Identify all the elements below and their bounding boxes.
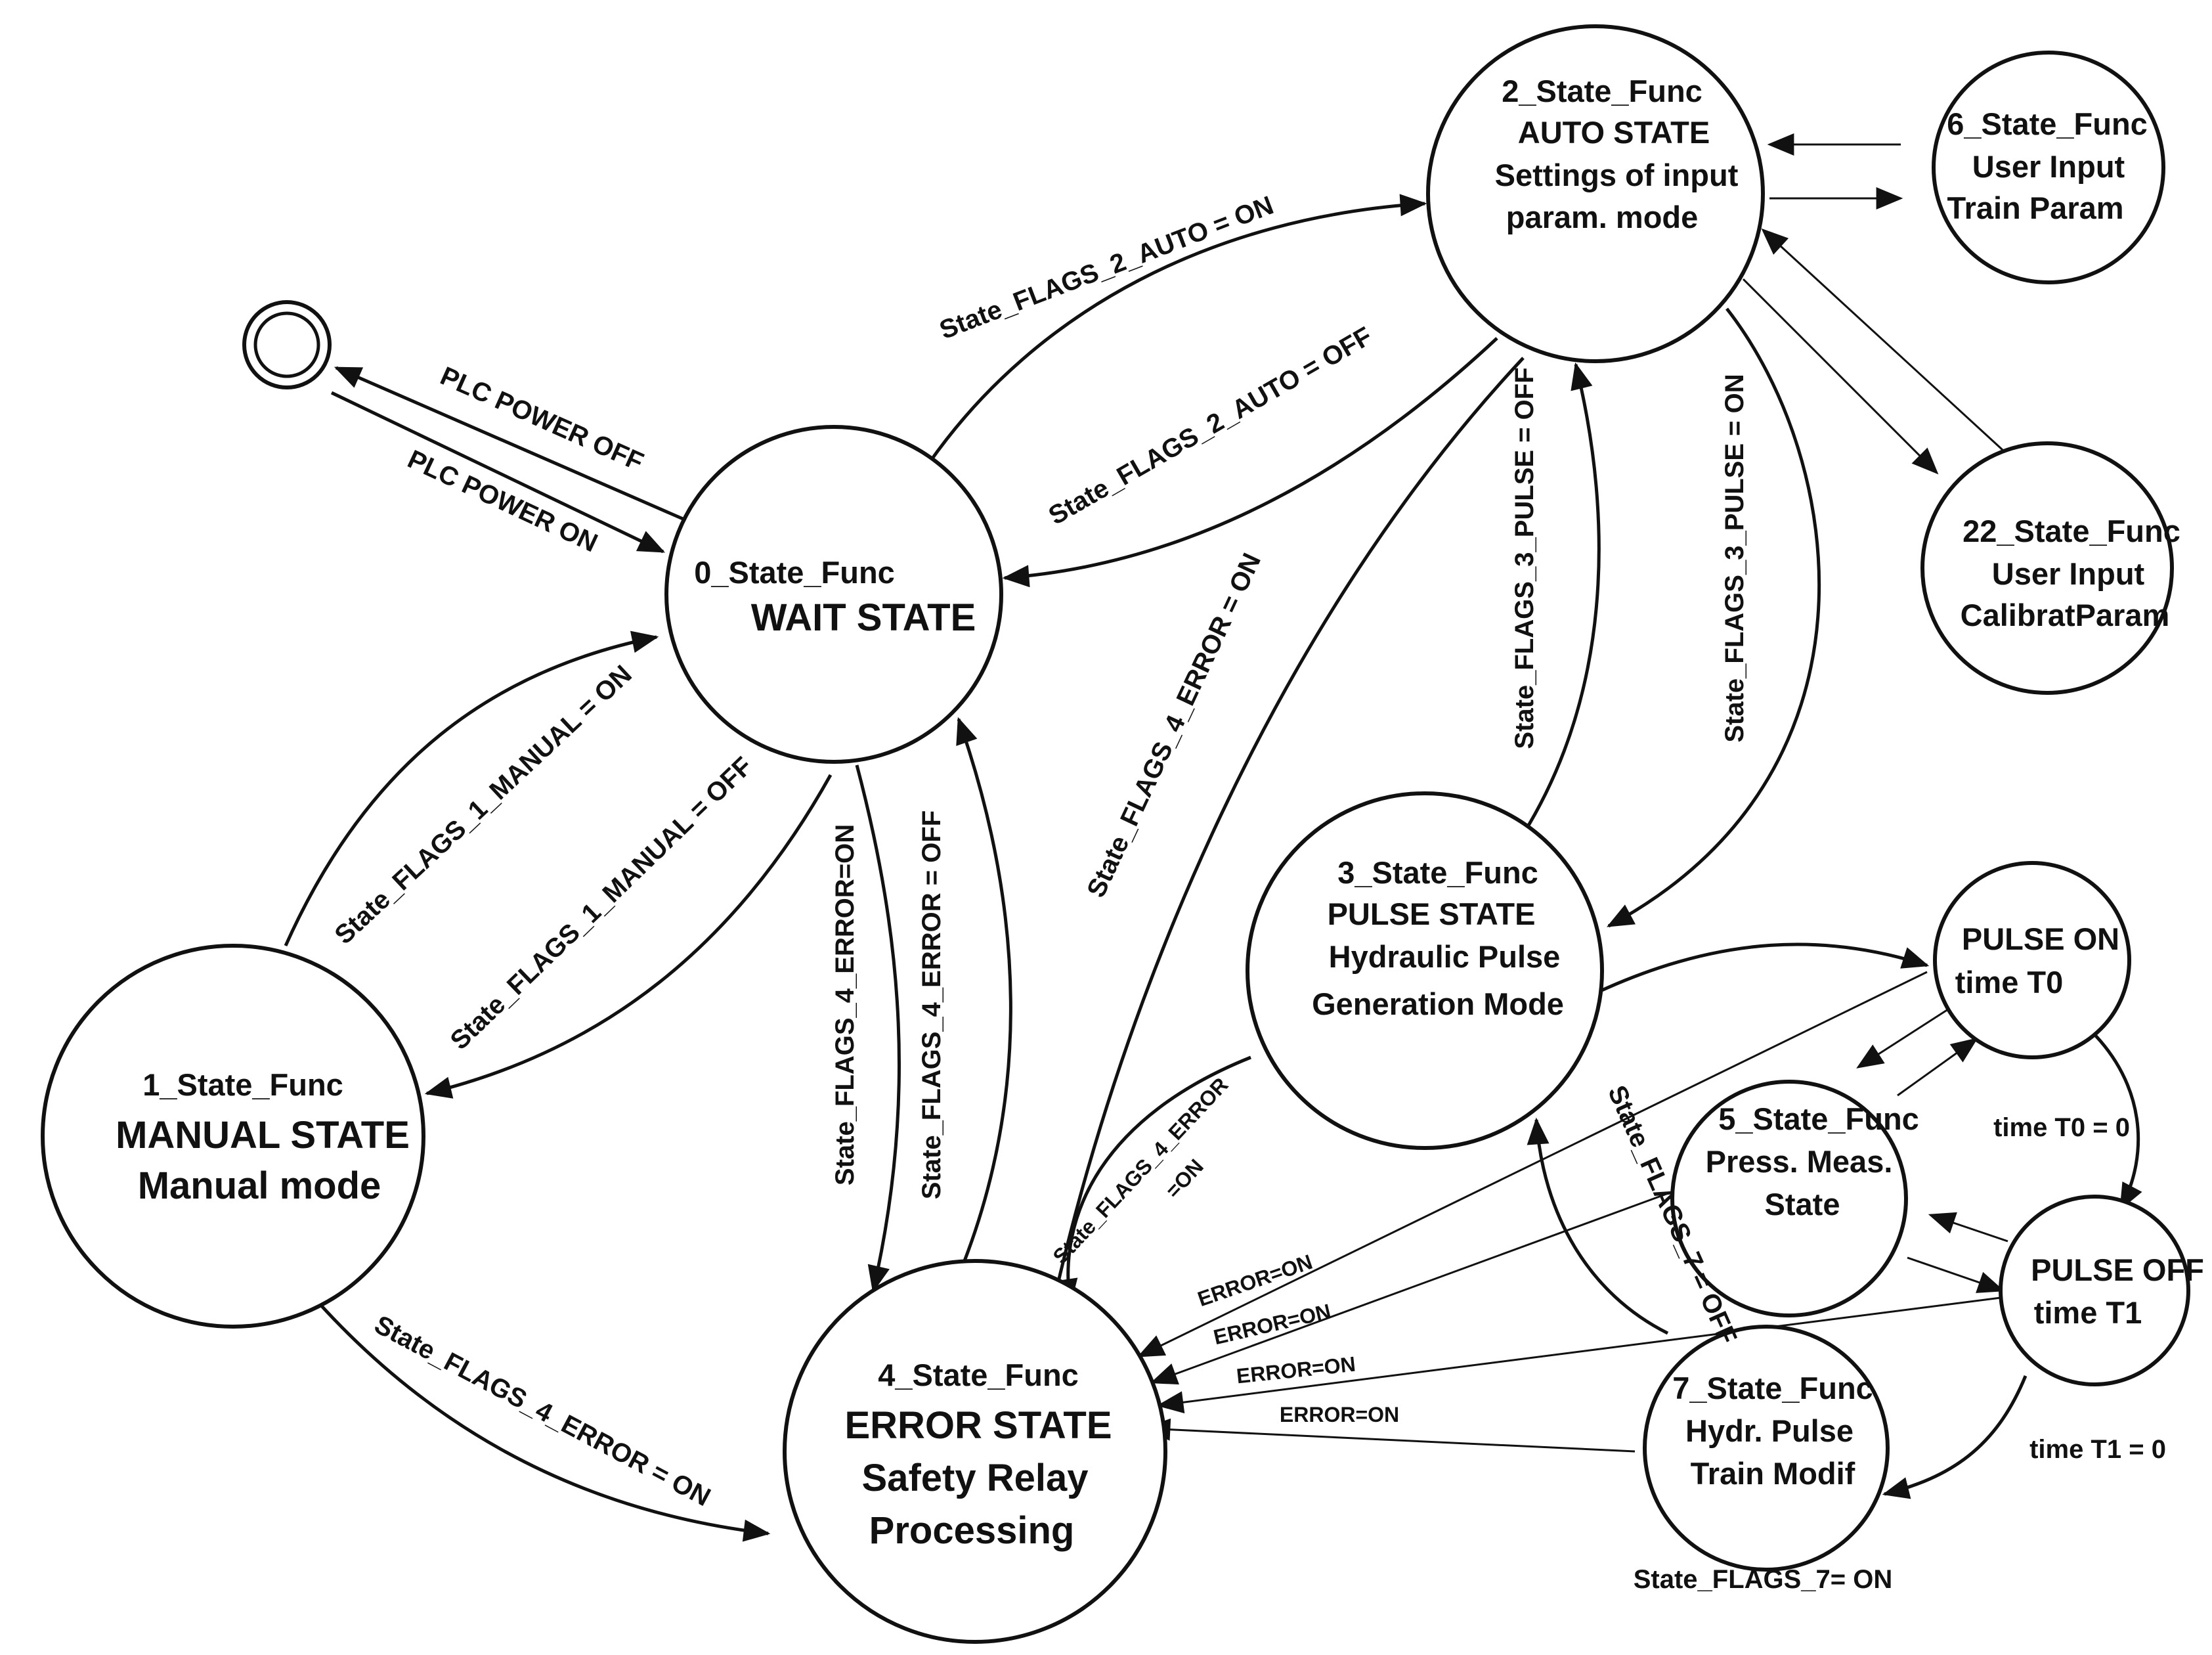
pulse-on-line2: time T0 (1955, 965, 2064, 1000)
label-pulse-off-flag: State_FLAGS_3_PULSE = OFF (1510, 367, 1539, 749)
state-3-line3: Hydraulic Pulse (1329, 939, 1561, 974)
state-5-line1: 5_State_Func (1718, 1101, 1919, 1136)
state-6-line1: 6_State_Func (1947, 106, 2148, 141)
label-wait-to-error: State_FLAGS_4_ERROR=ON (831, 824, 859, 1185)
final-state-marker (242, 300, 332, 389)
state-3-line2: PULSE STATE (1328, 896, 1536, 931)
edge-auto-to-22 (1742, 278, 1939, 475)
state-2-line1: 2_State_Func (1502, 74, 1702, 108)
edge-auto-to-pulse (1607, 307, 1821, 928)
edge-err-pulseon (1137, 971, 1928, 1357)
edge-pulseon-to-5 (1856, 1007, 1951, 1069)
label-auto-off: State_FLAGS_2_AUTO = OFF (1044, 322, 1377, 531)
state-3-line4: Generation Mode (1312, 986, 1564, 1021)
state-0-wait: 0_State_Func WAIT STATE (664, 425, 1003, 764)
edge-auto-to-error (1034, 357, 1525, 1365)
state-pulse-off: PULSE OFF time T1 (1999, 1195, 2204, 1386)
label-flags7-on: State_FLAGS_7= ON (1634, 1565, 1893, 1594)
state-5-line3: State (1765, 1187, 1840, 1222)
state-22-line1: 22_State_Func (1963, 514, 2180, 548)
edge-pulseoff-to-7 (1882, 1375, 2028, 1499)
state-7-line3: Train Modif (1691, 1456, 1855, 1491)
edge-err-7 (1143, 1418, 1636, 1453)
label-plc-power-on: PLC POWER ON (403, 445, 602, 558)
label-manual-to-error: State_FLAGS_4_ERROR = ON (370, 1310, 715, 1512)
label-err-1: ERROR=ON (1194, 1250, 1315, 1311)
state-4-line2: ERROR STATE (844, 1404, 1112, 1447)
edge-pulse-to-pulseon (1597, 942, 1930, 994)
pulse-off-line2: time T1 (2034, 1295, 2142, 1330)
edge-pulseon-to-pulseoff (2090, 1030, 2142, 1211)
state-0-line2: WAIT STATE (751, 596, 976, 639)
state-4-line4: Processing (869, 1509, 1075, 1552)
edge-auto-off (1002, 337, 1498, 588)
state-22-user-input-calibrat: 22_State_Func User Input CalibratParam (1920, 441, 2180, 695)
state-2-line4: param. mode (1506, 200, 1699, 234)
edge-err-5 (1150, 1187, 1681, 1385)
edge-manual-off (424, 774, 833, 1099)
state-3-line1: 3_State_Func (1337, 855, 1538, 890)
edge-error-to-wait (956, 717, 1012, 1268)
state-6-line3: Train Param (1947, 190, 2123, 225)
state-0-line1: 0_State_Func (694, 555, 895, 590)
state-4-error: 4_State_Func ERROR STATE Safety Relay Pr… (783, 1259, 1167, 1644)
edge-22-to-auto (1761, 228, 2004, 451)
state-7-hydr-pulse: 7_State_Func Hydr. Pulse Train Modif (1643, 1325, 1890, 1572)
state-5-press-meas: 5_State_Func Press. Meas. State (1670, 1080, 1919, 1317)
state-1-line1: 1_State_Func (142, 1067, 343, 1102)
label-auto-on: State_FLAGS_2_AUTO = ON (936, 190, 1277, 345)
state-2-auto: 2_State_Func AUTO STATE Settings of inpu… (1426, 24, 1765, 363)
state-6-user-input-train: 6_State_Func User Input Train Param (1932, 51, 2165, 284)
state-6-line2: User Input (1972, 149, 2125, 184)
label-time-t1: time T1 = 0 (2029, 1435, 2166, 1464)
edge-manual-to-error (301, 1283, 771, 1542)
state-4-line3: Safety Relay (862, 1457, 1089, 1499)
state-4-line1: 4_State_Func (878, 1357, 1079, 1392)
state-3-pulse: 3_State_Func PULSE STATE Hydraulic Pulse… (1246, 791, 1604, 1150)
label-time-t0: time T0 = 0 (1993, 1113, 2130, 1142)
label-error-off: State_FLAGS_4_ERROR = OFF (917, 810, 946, 1199)
label-auto-to-error: State_FLAGS_4_ERROR = ON (1081, 549, 1267, 902)
edge-7-to-pulse (1527, 1117, 1669, 1335)
state-2-line2: AUTO STATE (1518, 115, 1710, 150)
edge-pulse-to-error (1055, 1055, 1251, 1306)
state-1-line2: MANUAL STATE (116, 1114, 410, 1157)
edge-wait-to-error (855, 764, 901, 1293)
edge-5-to-pulseoff (1907, 1256, 2005, 1293)
label-err-4: ERROR=ON (1280, 1403, 1399, 1426)
edge-5-to-pulseon (1897, 1038, 1978, 1097)
edge-auto-on (927, 194, 1427, 464)
edge-plc-power-off (334, 366, 683, 521)
label-pulse-on-flag: State_FLAGS_3_PULSE = ON (1720, 374, 1749, 742)
state-7-line1: 7_State_Func (1672, 1371, 1873, 1405)
state-1-manual: 1_State_Func MANUAL STATE Manual mode (41, 944, 425, 1329)
edge-pulse-to-auto (1521, 362, 1601, 835)
state-2-line3: Settings of input (1495, 158, 1739, 192)
label-pulse-to-error-2: =ON (1161, 1155, 1208, 1203)
state-1-line3: Manual mode (138, 1164, 381, 1207)
edge-pulseoff-to-5 (1928, 1212, 2008, 1243)
edge-manual-on (284, 630, 659, 947)
edge-plc-power-on (330, 391, 666, 554)
state-5-line2: Press. Meas. (1706, 1144, 1893, 1179)
state-pulse-on: PULSE ON time T0 (1933, 861, 2131, 1059)
label-err-2: ERROR=ON (1211, 1299, 1334, 1349)
edge-err-pulseoff (1156, 1296, 2006, 1414)
pulse-on-line1: PULSE ON (1962, 921, 2119, 956)
state-22-line2: User Input (1992, 556, 2145, 591)
state-7-line2: Hydr. Pulse (1685, 1413, 1854, 1448)
state-22-line3: CalibratParam (1961, 598, 2170, 632)
pulse-off-line1: PULSE OFF (2031, 1252, 2204, 1287)
